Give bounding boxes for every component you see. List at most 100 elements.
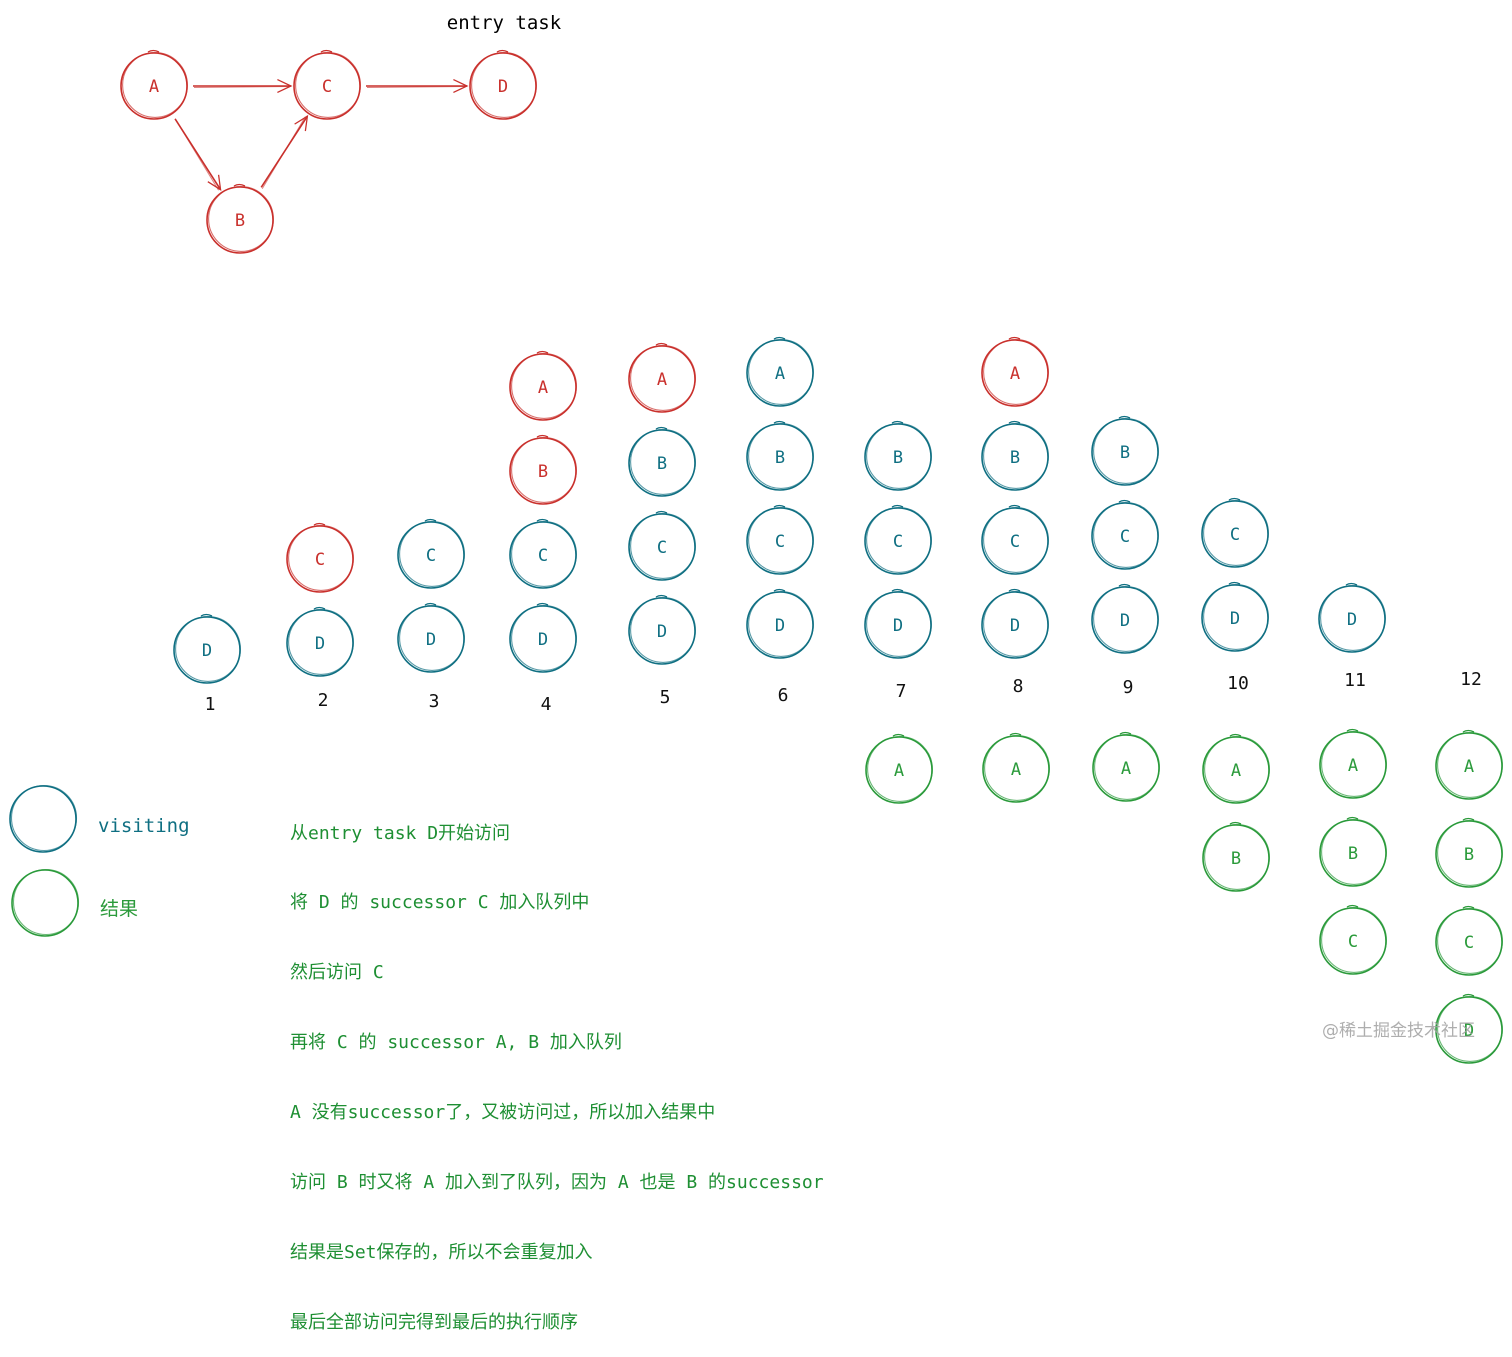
visit-stack: CD [286,522,354,677]
node-label: D [202,641,212,661]
step-number: 1 [205,694,216,715]
visit-stack: A B CD [509,350,577,673]
stack-node-C: C [746,504,814,575]
stack-node-C: C [397,518,465,589]
result-node-A: A [1092,731,1160,802]
node-label: C [315,550,325,570]
edge-B-to-C [260,114,309,190]
result-node-B: B [1319,816,1387,887]
step-number: 10 [1227,673,1249,694]
note-line: 然后访问 C [290,962,384,984]
edge-A-to-B [174,118,222,191]
result-node-C: C [1319,904,1387,975]
node-label: C [1464,933,1474,953]
legend: visiting 结果 [9,784,190,937]
legend-visiting-label: visiting [98,815,190,837]
step-11: D 11A B C [1318,582,1387,975]
result-node-A: A [1435,729,1503,800]
result-node-D: D [1435,993,1503,1064]
step-number: 4 [541,694,552,715]
node-label: B [775,448,785,468]
visit-stack: D [1318,582,1386,653]
node-label: D [1120,611,1130,631]
dependency-edges [174,79,469,191]
stack-node-A: A [981,336,1049,407]
stack-node-B: B [864,420,932,491]
result-list: A [865,733,933,804]
step-7: BCD 7A [864,420,933,804]
result-node-A: A [982,732,1050,803]
graph-node-C: C [293,49,361,120]
node-label: A [894,761,904,781]
stack-node-D: D [397,602,465,673]
note-line: A 没有successor了，又被访问过，所以加入结果中 [290,1102,716,1124]
node-label: A [1121,759,1131,779]
stack-node-C: C [1091,499,1159,570]
note-line: 将 D 的 successor C 加入队列中 [290,892,590,914]
node-label: C [1230,525,1240,545]
node-label: A [1464,757,1474,777]
stack-node-B: B [746,420,814,491]
node-label: D [1010,616,1020,636]
stack-node-B: B [509,434,577,505]
stack-node-A: A [509,350,577,421]
node-label: C [775,532,785,552]
node-label: A [775,364,785,384]
node-label: B [538,462,548,482]
result-node-B: B [1435,817,1503,888]
node-label: B [1010,448,1020,468]
step-number: 11 [1344,670,1366,691]
visit-stack: BCD [1091,415,1159,654]
result-node-A: A [1202,733,1270,804]
stack-node-A: A [746,336,814,407]
node-label: D [1347,610,1357,630]
node-label: C [426,546,436,566]
step-2: CD2 [286,522,354,711]
stack-node-D: D [509,602,577,673]
step-3: CD3 [397,518,465,712]
stack-node-D: D [864,588,932,659]
node-label: A [1348,756,1358,776]
node-label: C [657,538,667,558]
node-label: C [1010,532,1020,552]
node-label: D [498,77,508,97]
stack-node-D: D [1318,582,1386,653]
result-list: A [982,732,1050,803]
step-1: D1 [173,613,241,715]
note-line: 最后全部访问完得到最后的执行顺序 [290,1311,578,1333]
note-line: 再将 C 的 successor A, B 加入队列 [290,1032,622,1054]
node-label: B [1231,849,1241,869]
entry-task-title: entry task [447,12,562,34]
step-4: A B CD 4 [509,350,577,715]
node-label: C [1120,527,1130,547]
node-label: A [1011,760,1021,780]
node-label: A [149,77,159,97]
legend-result-label: 结果 [100,898,138,920]
result-list: A [1092,731,1160,802]
step-number: 6 [778,685,789,706]
result-list: A B C [1319,728,1387,975]
visit-stack: D [173,613,241,684]
stack-node-C: C [864,504,932,575]
step-number: 7 [896,681,907,702]
node-label: D [315,634,325,654]
node-label: D [1464,1021,1474,1041]
note-line: 访问 B 时又将 A 加入到了队列，因为 A 也是 B 的successor [290,1172,824,1194]
stack-node-D: D [1091,583,1159,654]
node-label: B [1348,844,1358,864]
stack-node-A: A [628,342,696,413]
result-node-A: A [865,733,933,804]
stack-node-C: C [509,518,577,589]
watermark: @稀土掘金技术社区 [1322,1021,1475,1041]
node-label: B [657,454,667,474]
node-label: A [1231,761,1241,781]
stack-node-D: D [1201,581,1269,652]
note-line: 结果是Set保存的，所以不会重复加入 [290,1241,593,1263]
node-label: D [426,630,436,650]
stack-node-C: C [286,522,354,593]
